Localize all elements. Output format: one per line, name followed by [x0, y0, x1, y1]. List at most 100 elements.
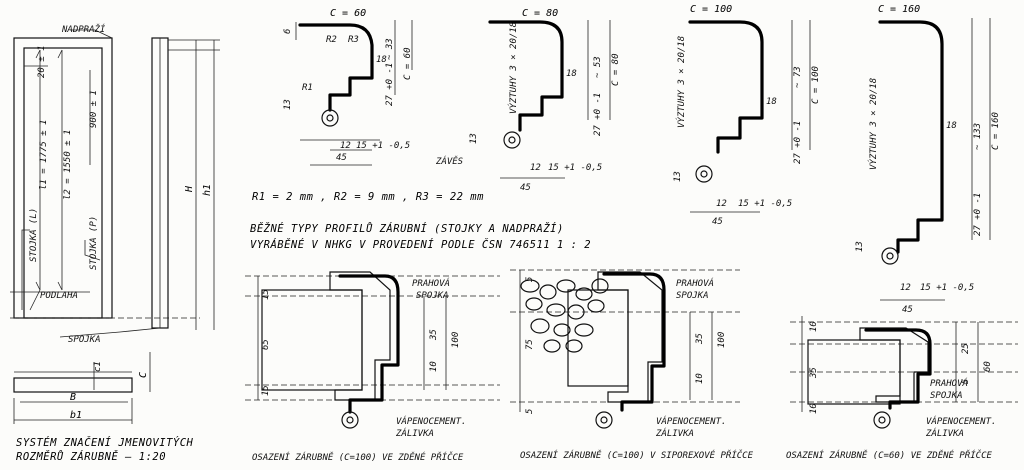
- label-C: C: [138, 372, 149, 378]
- label-l2: l2 = 1550 ± 1: [63, 130, 73, 200]
- c80-13: 13: [469, 133, 479, 144]
- c80-27: 27 +0 -1: [593, 93, 603, 136]
- c160-18: 18: [946, 121, 957, 131]
- label-podlaha: PODLAHA: [40, 291, 78, 301]
- c80-18: 18: [566, 69, 577, 79]
- sec1-100: 100: [451, 332, 461, 348]
- system-title-line1: SYSTÉM ZNAČENÍ JMENOVITÝCH: [16, 436, 194, 449]
- c60-label: C = 60: [330, 8, 366, 19]
- caption-brick-c60: OSAZENÍ ZÁRUBNĚ (C=60) VE ZDĚNÉ PŘÍČCE: [786, 449, 992, 461]
- c60-13: 13: [283, 99, 293, 110]
- caption-siporex-c100: OSAZENÍ ZÁRUBNĚ (C=100) V SIPOREXOVÉ PŘÍ…: [520, 449, 754, 461]
- c160-value: C = 160: [991, 112, 1001, 150]
- c160-13: 13: [855, 241, 865, 252]
- sec3-zalivka: ZÁLIVKA: [925, 427, 964, 439]
- label-spojka: SPOJKA: [68, 335, 101, 345]
- c60-r2: R2: [326, 35, 337, 45]
- c160-approx: ~ 133: [973, 123, 983, 150]
- sec2-zalivka: ZÁLIVKA: [655, 427, 694, 439]
- c100-12: 12: [716, 199, 727, 209]
- c60-value: C = 60: [403, 47, 413, 80]
- profile-c100: [688, 20, 811, 213]
- c60-r3: R3: [348, 35, 359, 45]
- door-frame-plan: [13, 352, 151, 424]
- sec3-10a: 10: [809, 321, 819, 332]
- sec1-65: 65: [261, 339, 271, 350]
- sec1-vapenocement: VÁPENOCEMENT.: [396, 415, 466, 427]
- sec2-vapenocement: VÁPENOCEMENT.: [656, 415, 726, 427]
- system-title-line2: ROZMĚRŮ ZÁRUBNĚ — 1:20: [16, 450, 166, 463]
- label-20: 20 ± 1: [37, 45, 47, 78]
- sec2-35: 35: [695, 333, 705, 345]
- label-H: H: [184, 185, 195, 193]
- c60-6: 6: [283, 29, 293, 34]
- sec3-spojka: SPOJKA: [930, 391, 963, 401]
- c100-vyztuhy: VÝZTUHY 3 × 20/18: [675, 36, 687, 128]
- c80-12: 12: [530, 163, 541, 173]
- profiles-title-line2: VYRÁBĚNÉ V NHKG V PROVEDENÍ PODLE ČSN 74…: [250, 238, 591, 251]
- c60-r1: R1: [302, 83, 313, 93]
- c100-label: C = 100: [690, 4, 732, 15]
- label-B: B: [70, 392, 76, 403]
- sec1-10: 10: [429, 361, 439, 372]
- c60-12: 12: [340, 141, 351, 151]
- label-b1: b1: [70, 410, 82, 421]
- c60-15: 15 +1 -0,5: [356, 141, 410, 151]
- sec2-10: 10: [695, 373, 705, 384]
- c100-13: 13: [673, 171, 683, 182]
- c60-approx: ~ 33: [385, 38, 395, 60]
- label-900: 900 ± 1: [89, 90, 99, 128]
- radii-label: R1 = 2 mm , R2 = 9 mm , R3 = 22 mm: [252, 191, 484, 203]
- c80-zaves: ZÁVĚS: [435, 155, 464, 167]
- sec3-5: 5: [961, 379, 971, 384]
- c100-45: 45: [712, 217, 723, 227]
- door-frame-elevation: [10, 29, 200, 319]
- c160-12: 12: [900, 283, 911, 293]
- sec3-35: 35: [809, 367, 819, 379]
- c60-45: 45: [336, 153, 347, 163]
- sec2-5b: 5: [525, 409, 535, 414]
- sec1-15b: 15: [261, 385, 271, 396]
- c160-27: 27 +0 -1: [973, 193, 983, 236]
- c100-approx: ~ 73: [793, 66, 803, 88]
- label-nadprazi: NADPRAŽÍ: [61, 23, 106, 35]
- c60-27: 27 +0 -1: [385, 63, 395, 106]
- c100-27: 27 +0 -1: [793, 121, 803, 164]
- c60-18: 18: [376, 55, 387, 65]
- sec3-60: 60: [983, 361, 993, 372]
- sec2-100: 100: [717, 332, 727, 348]
- label-c1: c1: [93, 361, 103, 372]
- sec3-prahova: PRAHOVÁ: [930, 377, 968, 389]
- sec2-75: 75: [525, 339, 535, 350]
- c80-value: C = 80: [611, 53, 621, 86]
- sec1-prahova: PRAHOVÁ: [412, 277, 450, 289]
- c80-15: 15 +1 -0,5: [548, 163, 602, 173]
- label-stojka-l: STOJKA (L): [29, 208, 39, 262]
- sec3-10b: 10: [809, 403, 819, 414]
- sec1-15a: 15: [261, 289, 271, 300]
- c80-vyztuhy: VÝZTUHY 3 × 20/18: [507, 22, 519, 114]
- section-brick-c100: [245, 271, 500, 429]
- c160-45: 45: [902, 305, 913, 315]
- c80-45: 45: [520, 183, 531, 193]
- profile-c160: [878, 18, 991, 301]
- sec1-zalivka: ZÁLIVKA: [395, 427, 434, 439]
- sec3-25: 25: [961, 343, 971, 354]
- label-l1: l1 = 1775 ± 1: [39, 120, 49, 190]
- sec2-5a: 5: [525, 277, 535, 282]
- profiles-title-line1: BĚŽNÉ TYPY PROFILŮ ZÁRUBNÍ (STOJKY A NAD…: [250, 222, 564, 235]
- c160-label: C = 160: [878, 4, 920, 15]
- caption-brick-c100: OSAZENÍ ZÁRUBNĚ (C=100) VE ZDĚNÉ PŘÍČCE: [252, 451, 464, 463]
- c80-label: C = 80: [522, 8, 558, 19]
- sec3-vapenocement: VÁPENOCEMENT.: [926, 415, 996, 427]
- c100-15: 15 +1 -0,5: [738, 199, 792, 209]
- profile-c60: [295, 20, 413, 166]
- sec1-spojka: SPOJKA: [416, 291, 449, 301]
- c160-15: 15 +1 -0,5: [920, 283, 974, 293]
- c80-approx: ~ 53: [593, 56, 603, 78]
- profile-c80: [488, 20, 611, 179]
- c100-value: C = 100: [811, 66, 821, 104]
- sec1-35: 35: [429, 329, 439, 341]
